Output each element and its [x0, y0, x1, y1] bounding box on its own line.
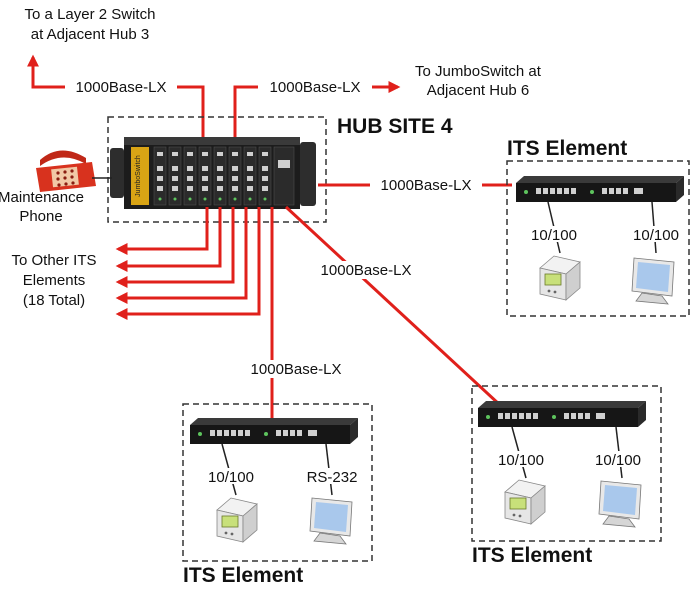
- link-line-top-right-a: [233, 85, 258, 140]
- its-element-port-left: 10/100: [208, 469, 254, 486]
- hub-site-boundary: [107, 116, 327, 223]
- ethernet-switch-icon: [516, 176, 684, 202]
- its-element-title: ITS Element: [472, 544, 592, 567]
- ethernet-switch-icon: [478, 401, 646, 427]
- its-element-boundary: [506, 160, 690, 317]
- field-device-icon: [504, 479, 546, 525]
- its-element-boundary: [182, 403, 373, 562]
- fanout-link-3: [115, 207, 235, 288]
- link-label-top-right: 1000Base-LX: [270, 79, 361, 96]
- top-left-label-line2: at Adjacent Hub 3: [31, 26, 149, 43]
- top-right-label-line2: Adjacent Hub 6: [427, 82, 530, 99]
- its-element-bottom: ITS Element 10/100 RS-232: [182, 403, 373, 587]
- its-element-port-right: 10/100: [595, 452, 641, 469]
- ethernet-switch-icon: [190, 418, 358, 444]
- jumboswitch-chassis: JumboSwitch: [110, 137, 316, 209]
- phone-label-line1: Maintenance: [0, 189, 84, 206]
- other-its-label-line3: (18 Total): [23, 292, 85, 309]
- phone-label-line2: Phone: [19, 208, 62, 225]
- its-element-port-left: 10/100: [531, 227, 577, 244]
- monitor-icon: [309, 497, 353, 545]
- fanout-link-2: [115, 207, 222, 272]
- fanout-link-4: [115, 207, 248, 304]
- fanout-link-1: [115, 207, 209, 255]
- its-element-port-right: 10/100: [633, 227, 679, 244]
- monitor-icon: [631, 257, 675, 305]
- field-device-icon: [539, 255, 581, 301]
- chassis-brand: JumboSwitch: [135, 155, 142, 197]
- top-right-label-line1: To JumboSwitch at: [415, 63, 542, 80]
- link-label-top-left: 1000Base-LX: [76, 79, 167, 96]
- link-line-diagonal: [284, 205, 502, 407]
- link-line-top-left-b: [27, 54, 65, 89]
- top-left-label-line1: To a Layer 2 Switch: [25, 6, 156, 23]
- monitor-icon: [598, 480, 642, 528]
- fanout-links: [115, 207, 261, 320]
- its-element-right: ITS Element 10/100 10/100: [506, 137, 690, 317]
- other-its-label-line1: To Other ITS: [11, 252, 96, 269]
- its-element-title: ITS Element: [183, 564, 303, 587]
- link-label-right: 1000Base-LX: [381, 177, 472, 194]
- link-label-diagonal: 1000Base-LX: [321, 262, 412, 279]
- link-label-bottom: 1000Base-LX: [251, 361, 342, 378]
- its-element-boundary: [471, 385, 662, 542]
- other-its-label-line2: Elements: [23, 272, 86, 289]
- its-element-port-right: RS-232: [307, 469, 358, 486]
- maintenance-phone-icon: [36, 150, 96, 192]
- its-element-title: ITS Element: [507, 137, 627, 160]
- its-element-lower-right: ITS Element 10/100 10/100: [471, 385, 662, 567]
- fanout-link-5: [115, 207, 261, 320]
- hub-site-title: HUB SITE 4: [337, 115, 453, 138]
- link-line-top-left-a: [177, 85, 205, 140]
- field-device-icon: [216, 497, 258, 543]
- its-element-port-left: 10/100: [498, 452, 544, 469]
